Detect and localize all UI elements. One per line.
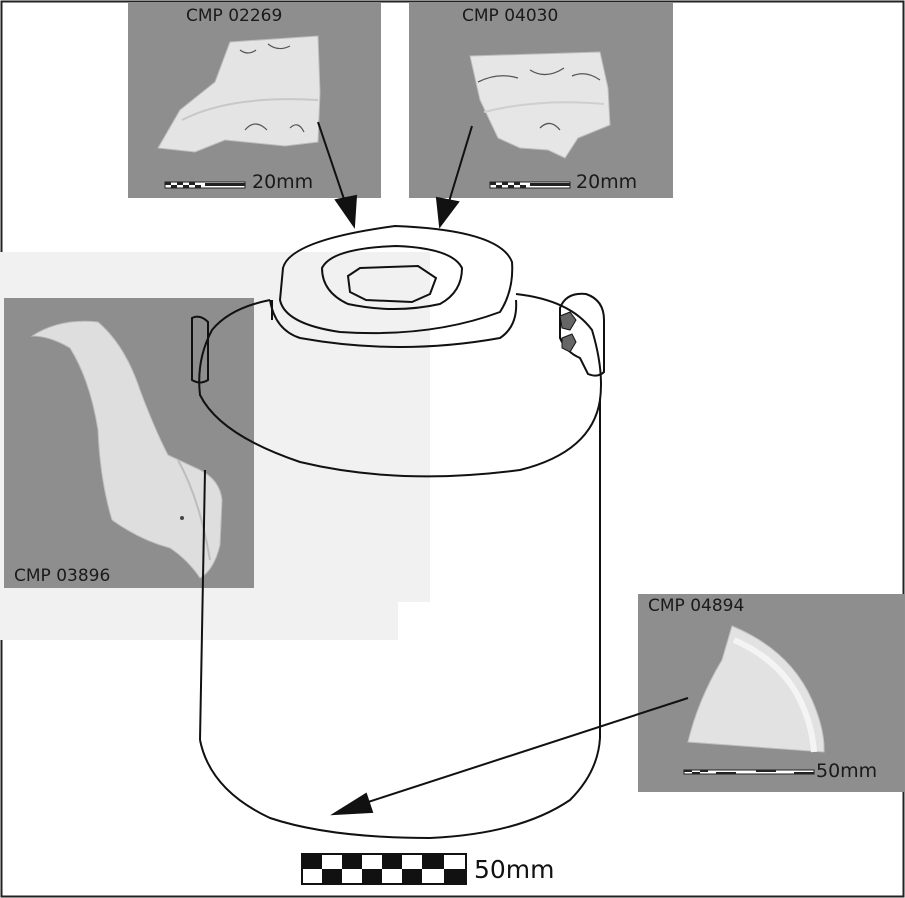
label-cmp-02269: CMP 02269 (186, 6, 283, 26)
shoulder (198, 293, 602, 478)
arrow-04030 (447, 125, 473, 206)
sherd-cmp-04030 (469, 51, 611, 159)
scale-bar-small (164, 181, 246, 189)
label-cmp-04894: CMP 04894 (648, 596, 745, 616)
panel-cmp-04030 (409, 2, 673, 198)
scale-label-04894: 50mm (816, 760, 878, 782)
lid-knob (346, 264, 438, 304)
scale-label-04030: 20mm (576, 171, 638, 193)
panel-cmp-03896 (4, 298, 254, 588)
base (199, 737, 601, 840)
handle-hole-marks (559, 311, 577, 353)
main-scale-bar (301, 853, 467, 885)
arrow-02269 (317, 121, 347, 206)
panel-cmp-04894 (638, 594, 904, 792)
sherd-cmp-03896 (30, 320, 223, 579)
arrows (317, 121, 689, 816)
scale-bar-small (489, 181, 571, 189)
main-scale-label: 50mm (474, 855, 555, 884)
label-cmp-04030: CMP 04030 (462, 6, 559, 26)
panel-cmp-02269 (128, 2, 381, 198)
scale-label-02269: 20mm (252, 171, 314, 193)
sherd-cmp-04894 (687, 625, 825, 753)
lid-inner-ring (320, 244, 464, 310)
handle-lug (559, 292, 605, 377)
lid-rim (278, 224, 514, 335)
teapot-outline (191, 224, 605, 840)
arrow-04894 (361, 697, 689, 805)
label-cmp-03896: CMP 03896 (14, 566, 111, 586)
sherd-cmp-02269 (157, 35, 321, 153)
body-left (199, 469, 206, 741)
scale-bar-small (683, 769, 815, 775)
